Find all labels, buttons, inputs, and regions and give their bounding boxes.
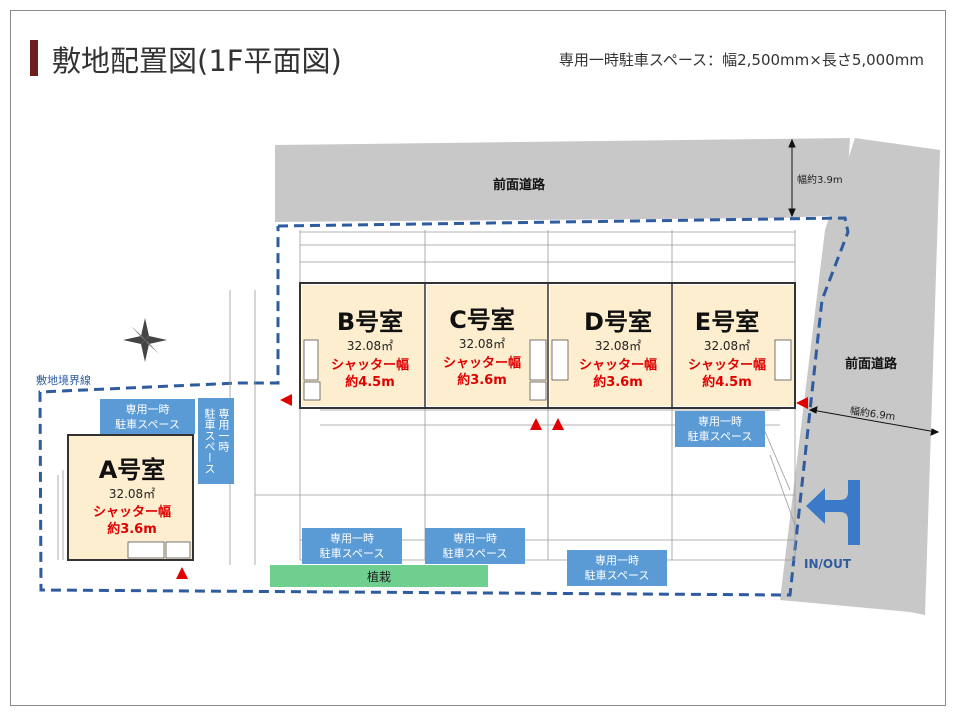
top-road [275,138,850,222]
room-c-area: 32.08㎡ [458,337,506,351]
room-b-shutter-label: シャッター幅 [330,358,409,373]
room-e-shutter-width: 約4.5m [702,375,752,390]
room-b-shutter-width: 約4.5m [345,375,395,390]
room-c-shutter-width: 約3.6m [457,373,507,388]
parking-space-5: 専用一時 駐車スペース [567,550,667,586]
planting-area: 植栽 [270,565,488,587]
room-c-name: C号室 [449,306,515,334]
room-a-shutter-width: 約3.6m [107,522,157,537]
site-boundary [38,216,850,597]
room-d-fill [550,285,671,406]
shutter-marker-icons [176,394,808,579]
room-c: C号室 32.08㎡ シャッター幅 約3.6m [430,300,534,389]
room-a-name: A号室 [98,456,166,484]
page-title: 敷地配置図(1F平面図) [52,44,342,78]
entrance-arrow-icon [806,480,860,545]
room-d: D号室 32.08㎡ シャッター幅 約3.6m [566,302,670,391]
parking-spec: 専用一時駐車スペース：幅2,500mm×長さ5,000mm [558,51,924,69]
room-e: E号室 32.08㎡ シャッター幅 約4.5m [675,302,779,391]
parking-space-6: 専用一時 駐車スペース [675,411,765,447]
room-d-area: 32.08㎡ [594,339,642,353]
room-a-fixtures [127,541,191,559]
room-c-shutter-label: シャッター幅 [442,356,521,371]
room-e-fill [673,285,794,406]
room-b: B号室 32.08㎡ シャッター幅 約4.5m [318,302,422,391]
room-b-area: 32.08㎡ [346,339,394,353]
room-b-name: B号室 [336,308,404,336]
room-e-shutter-label: シャッター幅 [687,358,766,373]
road-dimension-arrows [788,138,940,436]
room-a-shutter-label: シャッター幅 [92,505,171,520]
room-e-name: E号室 [694,308,760,336]
stair-blocks [303,339,792,401]
page-frame [10,10,946,706]
room-a: A号室 32.08㎡ シャッター幅 約3.6m [80,450,184,538]
room-d-shutter-label: シャッター幅 [578,358,657,373]
parking-space-1: 専用一時 駐車スペース [100,399,195,434]
right-road-label: 前面道路 [845,357,898,372]
room-a-area: 32.08㎡ [108,487,156,501]
room-b-fill [302,285,425,406]
building-a [67,434,194,561]
top-road-width: 幅約3.9m [797,175,843,186]
room-e-area: 32.08㎡ [703,339,751,353]
room-dividers [424,283,673,408]
parking-space-3: 専用一時 駐車スペース [302,528,402,564]
title-accent-bar [30,40,38,76]
parking-space-4: 専用一時 駐車スペース [425,528,525,564]
compass-icon [123,318,167,362]
room-d-name: D号室 [584,308,652,336]
parking-space-2: 専用一時 駐車スペース [198,398,234,484]
room-d-shutter-width: 約3.6m [593,375,643,390]
entrance-label: IN/OUT [804,557,852,571]
top-road-label: 前面道路 [493,178,546,193]
room-c-fill [427,285,548,406]
site-boundary-label: 敷地境界線 [36,374,91,387]
